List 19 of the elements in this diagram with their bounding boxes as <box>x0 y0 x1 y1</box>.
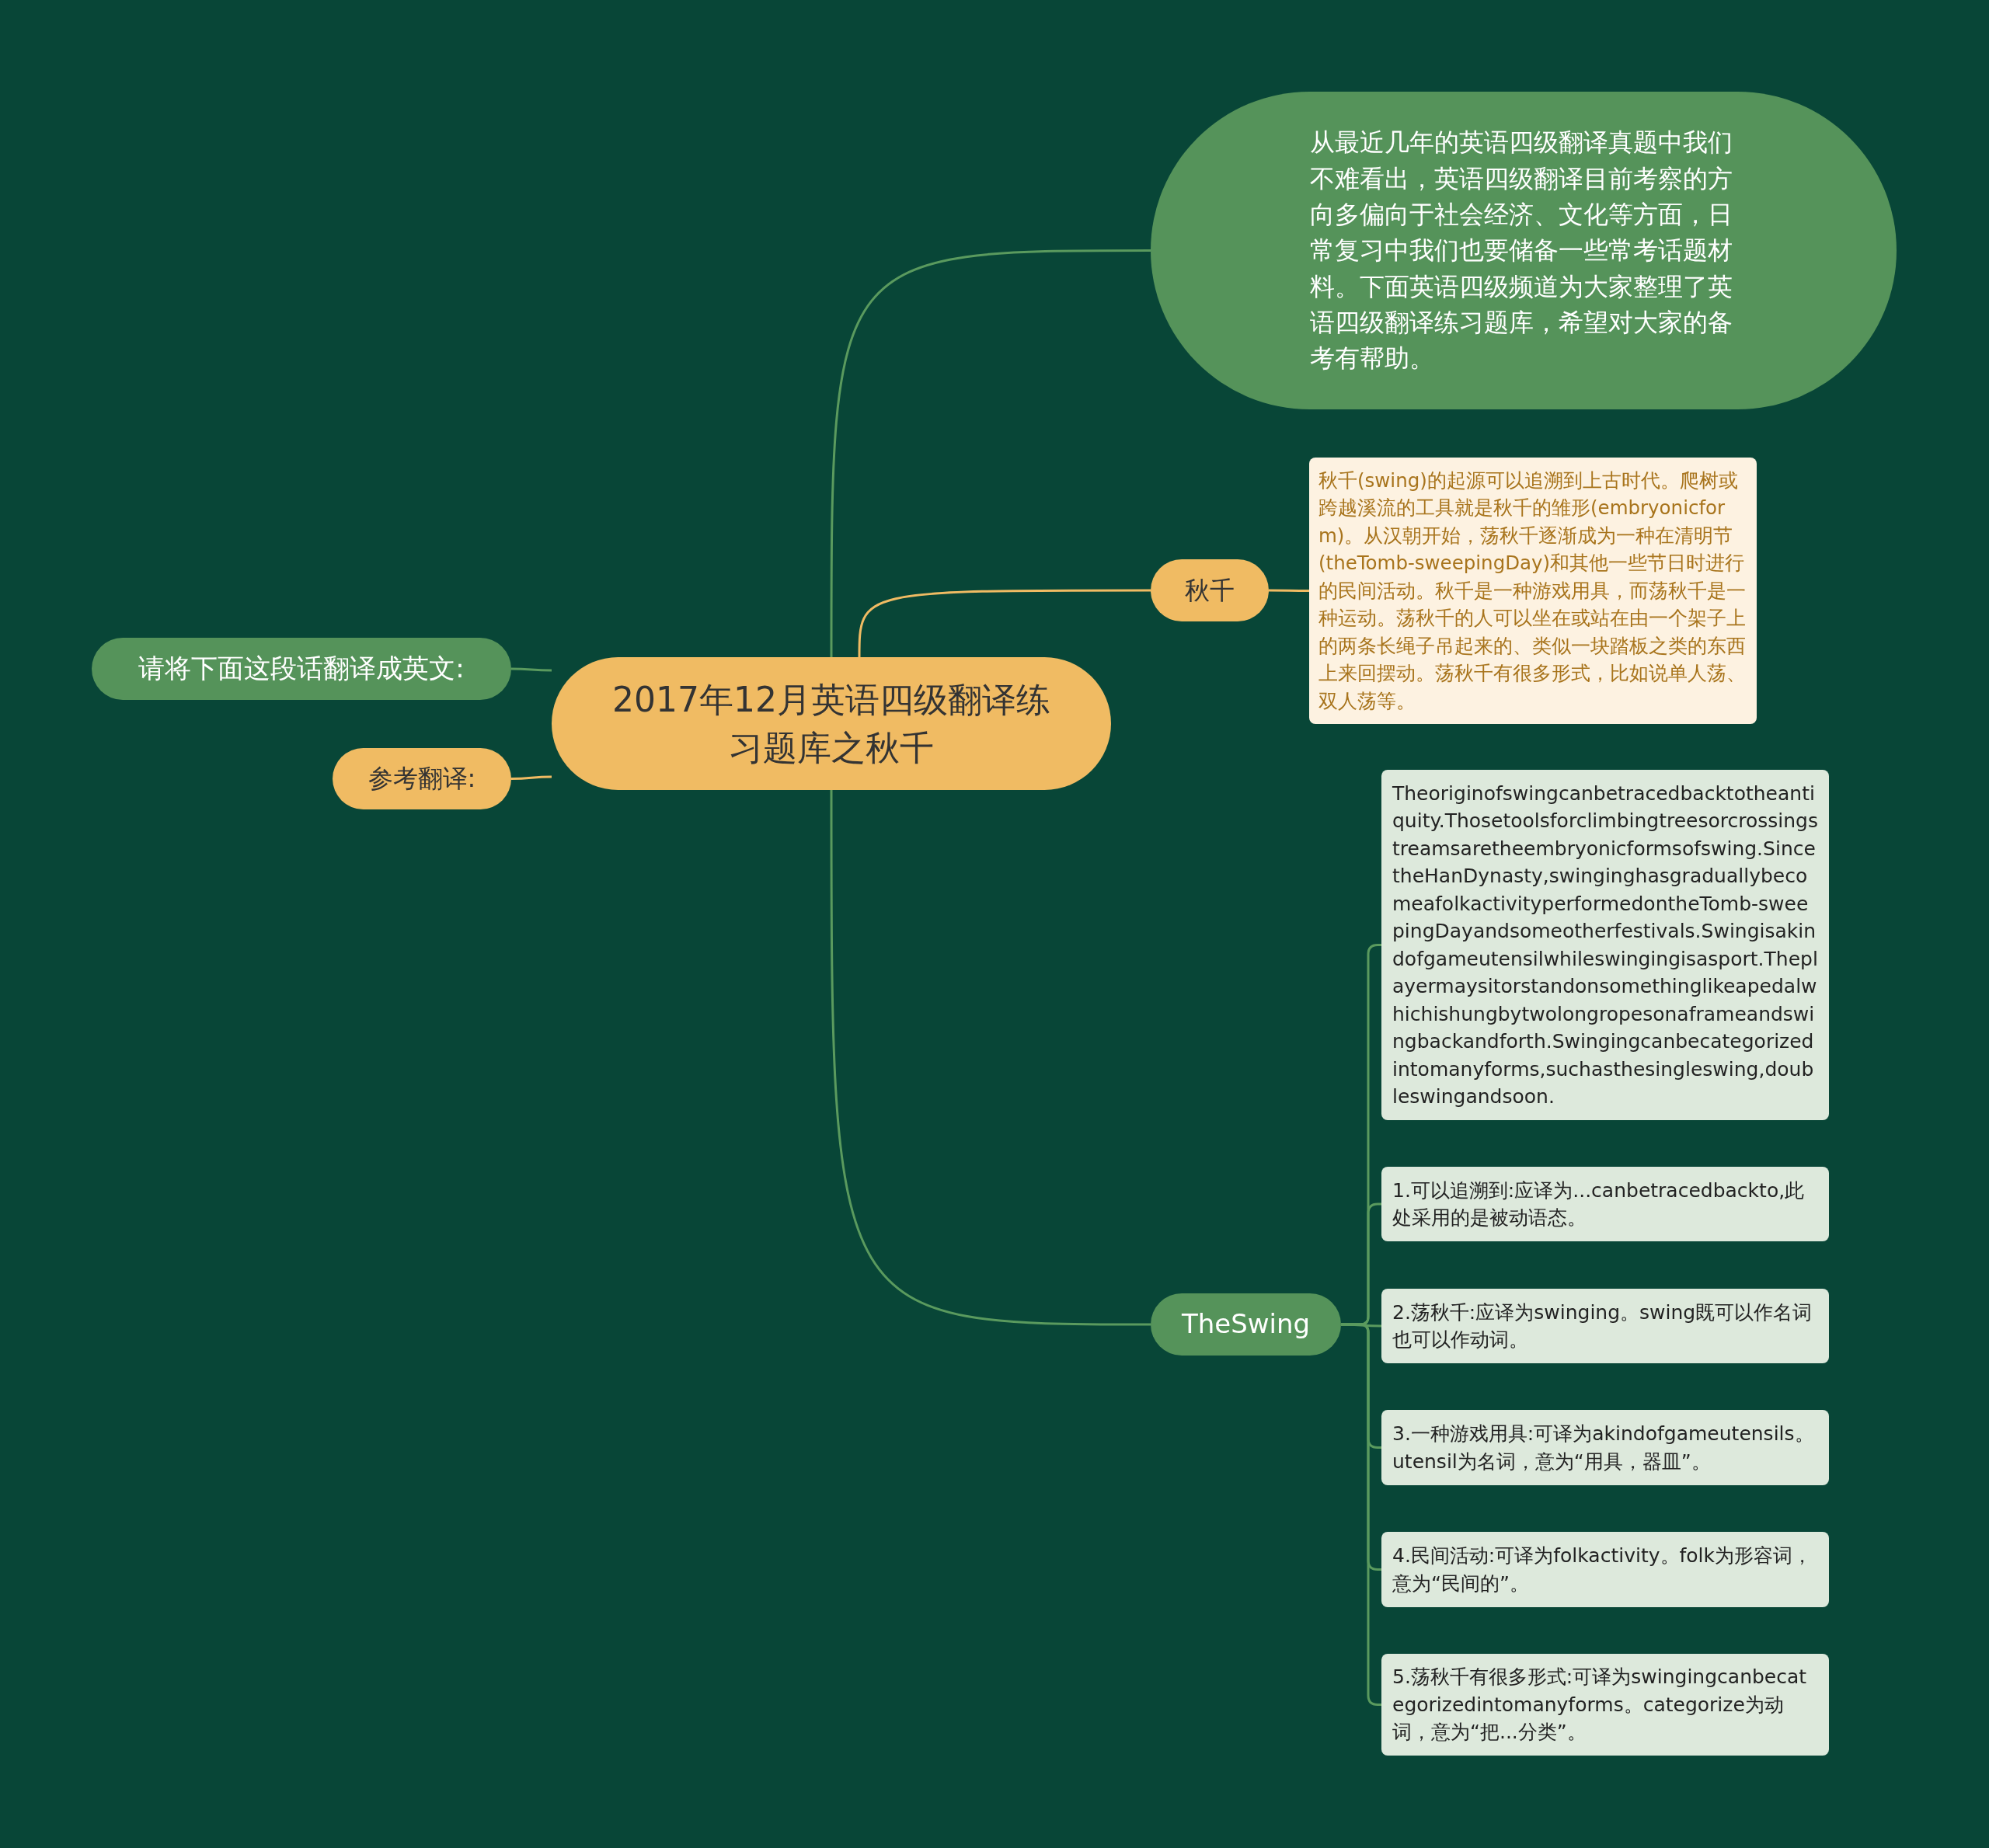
connector-line <box>858 589 1151 657</box>
note-card: 秋千(swing)的起源可以追溯到上古时代。爬树或跨越溪流的工具就是秋千的雏形(embryonicform)。从汉朝开始，荡秋千逐渐成为一种在清明节(theTomb-sweepingDay)和其他一些节日时进行的民间活动。秋千是一种游戏用具，而荡秋千是一种运动。荡秋千的人可以坐在或站在由一个架子上的两条长绳子吊起来的、类似一块踏板之类的东西上来回摆动。荡秋千有很多形式，比如说单人荡、双人荡等。 <box>1309 458 1757 724</box>
connector-line <box>830 249 1151 657</box>
topic-pill: 秋千 <box>1151 559 1269 621</box>
note-card: 3.一种游戏用具:可译为akindofgameutensils。utensil为名词，意为“用具，器皿”。 <box>1381 1410 1829 1485</box>
intro-bubble: 从最近几年的英语四级翻译真题中我们不难看出，英语四级翻译目前考察的方向多偏向于社会经济、文化等方面，日常复习中我们也要储备一些常考话题材料。下面英语四级频道为大家整理了英语四级翻译练习题库，希望对大家的备考有帮助。 <box>1151 92 1897 409</box>
note-card: 5.荡秋千有很多形式:可译为swingingcanbecategorizedintomanyforms。categorize为动词，意为“把...分类”。 <box>1381 1654 1829 1756</box>
note-card: 4.民间活动:可译为folkactivity。folk为形容词，意为“民间的”。 <box>1381 1532 1829 1607</box>
note-card: 2.荡秋千:应译为swinging。swing既可以作名词也可以作动词。 <box>1381 1289 1829 1363</box>
connector-line <box>511 775 552 780</box>
topic-pill: TheSwing <box>1151 1293 1341 1356</box>
note-card: 1.可以追溯到:应译为...canbetracedbackto,此处采用的是被动语态。 <box>1381 1167 1829 1241</box>
note-card: Theoriginofswingcanbetracedbacktotheantiquity.Thosetoolsforclimbingtreesorcrossingstreamsaretheembryonicformsofswing.SincetheHanDynasty,swinginghasgraduallybecomeafolkactivityperformedontheTomb-sweepingDayandsomeotherfestivals.Swingisakindofgameutensilwhileswingingisasport.Theplayermaysitorstandonsomethinglikeapedalwhichishungbytwolongropesonaframeandswingbackandforth.Swingingcanbecategorizedintomanyforms,suchasthesingleswing,doubleswingandsoon. <box>1381 770 1829 1120</box>
connector-line <box>511 667 552 672</box>
connector-line <box>830 790 1151 1326</box>
topic-pill: 参考翻译: <box>333 748 511 809</box>
connector-line <box>1269 589 1309 592</box>
topic-pill: 请将下面这段话翻译成英文: <box>92 638 511 700</box>
central-topic: 2017年12月英语四级翻译练习题库之秋千 <box>552 657 1111 790</box>
